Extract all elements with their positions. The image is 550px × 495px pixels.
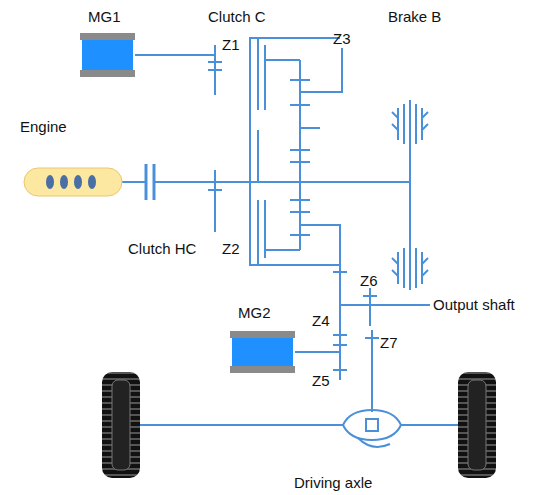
- gear-number: Z5: [312, 372, 330, 390]
- component-label: MG2: [238, 304, 271, 322]
- shaft-label: Output shaft: [433, 296, 515, 314]
- gear-number: Z3: [333, 30, 351, 48]
- component-label: Engine: [20, 118, 67, 136]
- gear-number: Z7: [380, 334, 398, 352]
- component-label: MG1: [88, 8, 121, 26]
- brake-label: Brake B: [388, 8, 441, 26]
- axle-label: Driving axle: [294, 474, 372, 492]
- clutch-label: Clutch C: [208, 8, 266, 26]
- gear-number: Z1: [222, 36, 240, 54]
- gear-number: Z2: [222, 240, 240, 258]
- gear-number: Z4: [312, 312, 330, 330]
- clutch-label: Clutch HC: [128, 240, 196, 258]
- gear-number: Z6: [360, 272, 378, 290]
